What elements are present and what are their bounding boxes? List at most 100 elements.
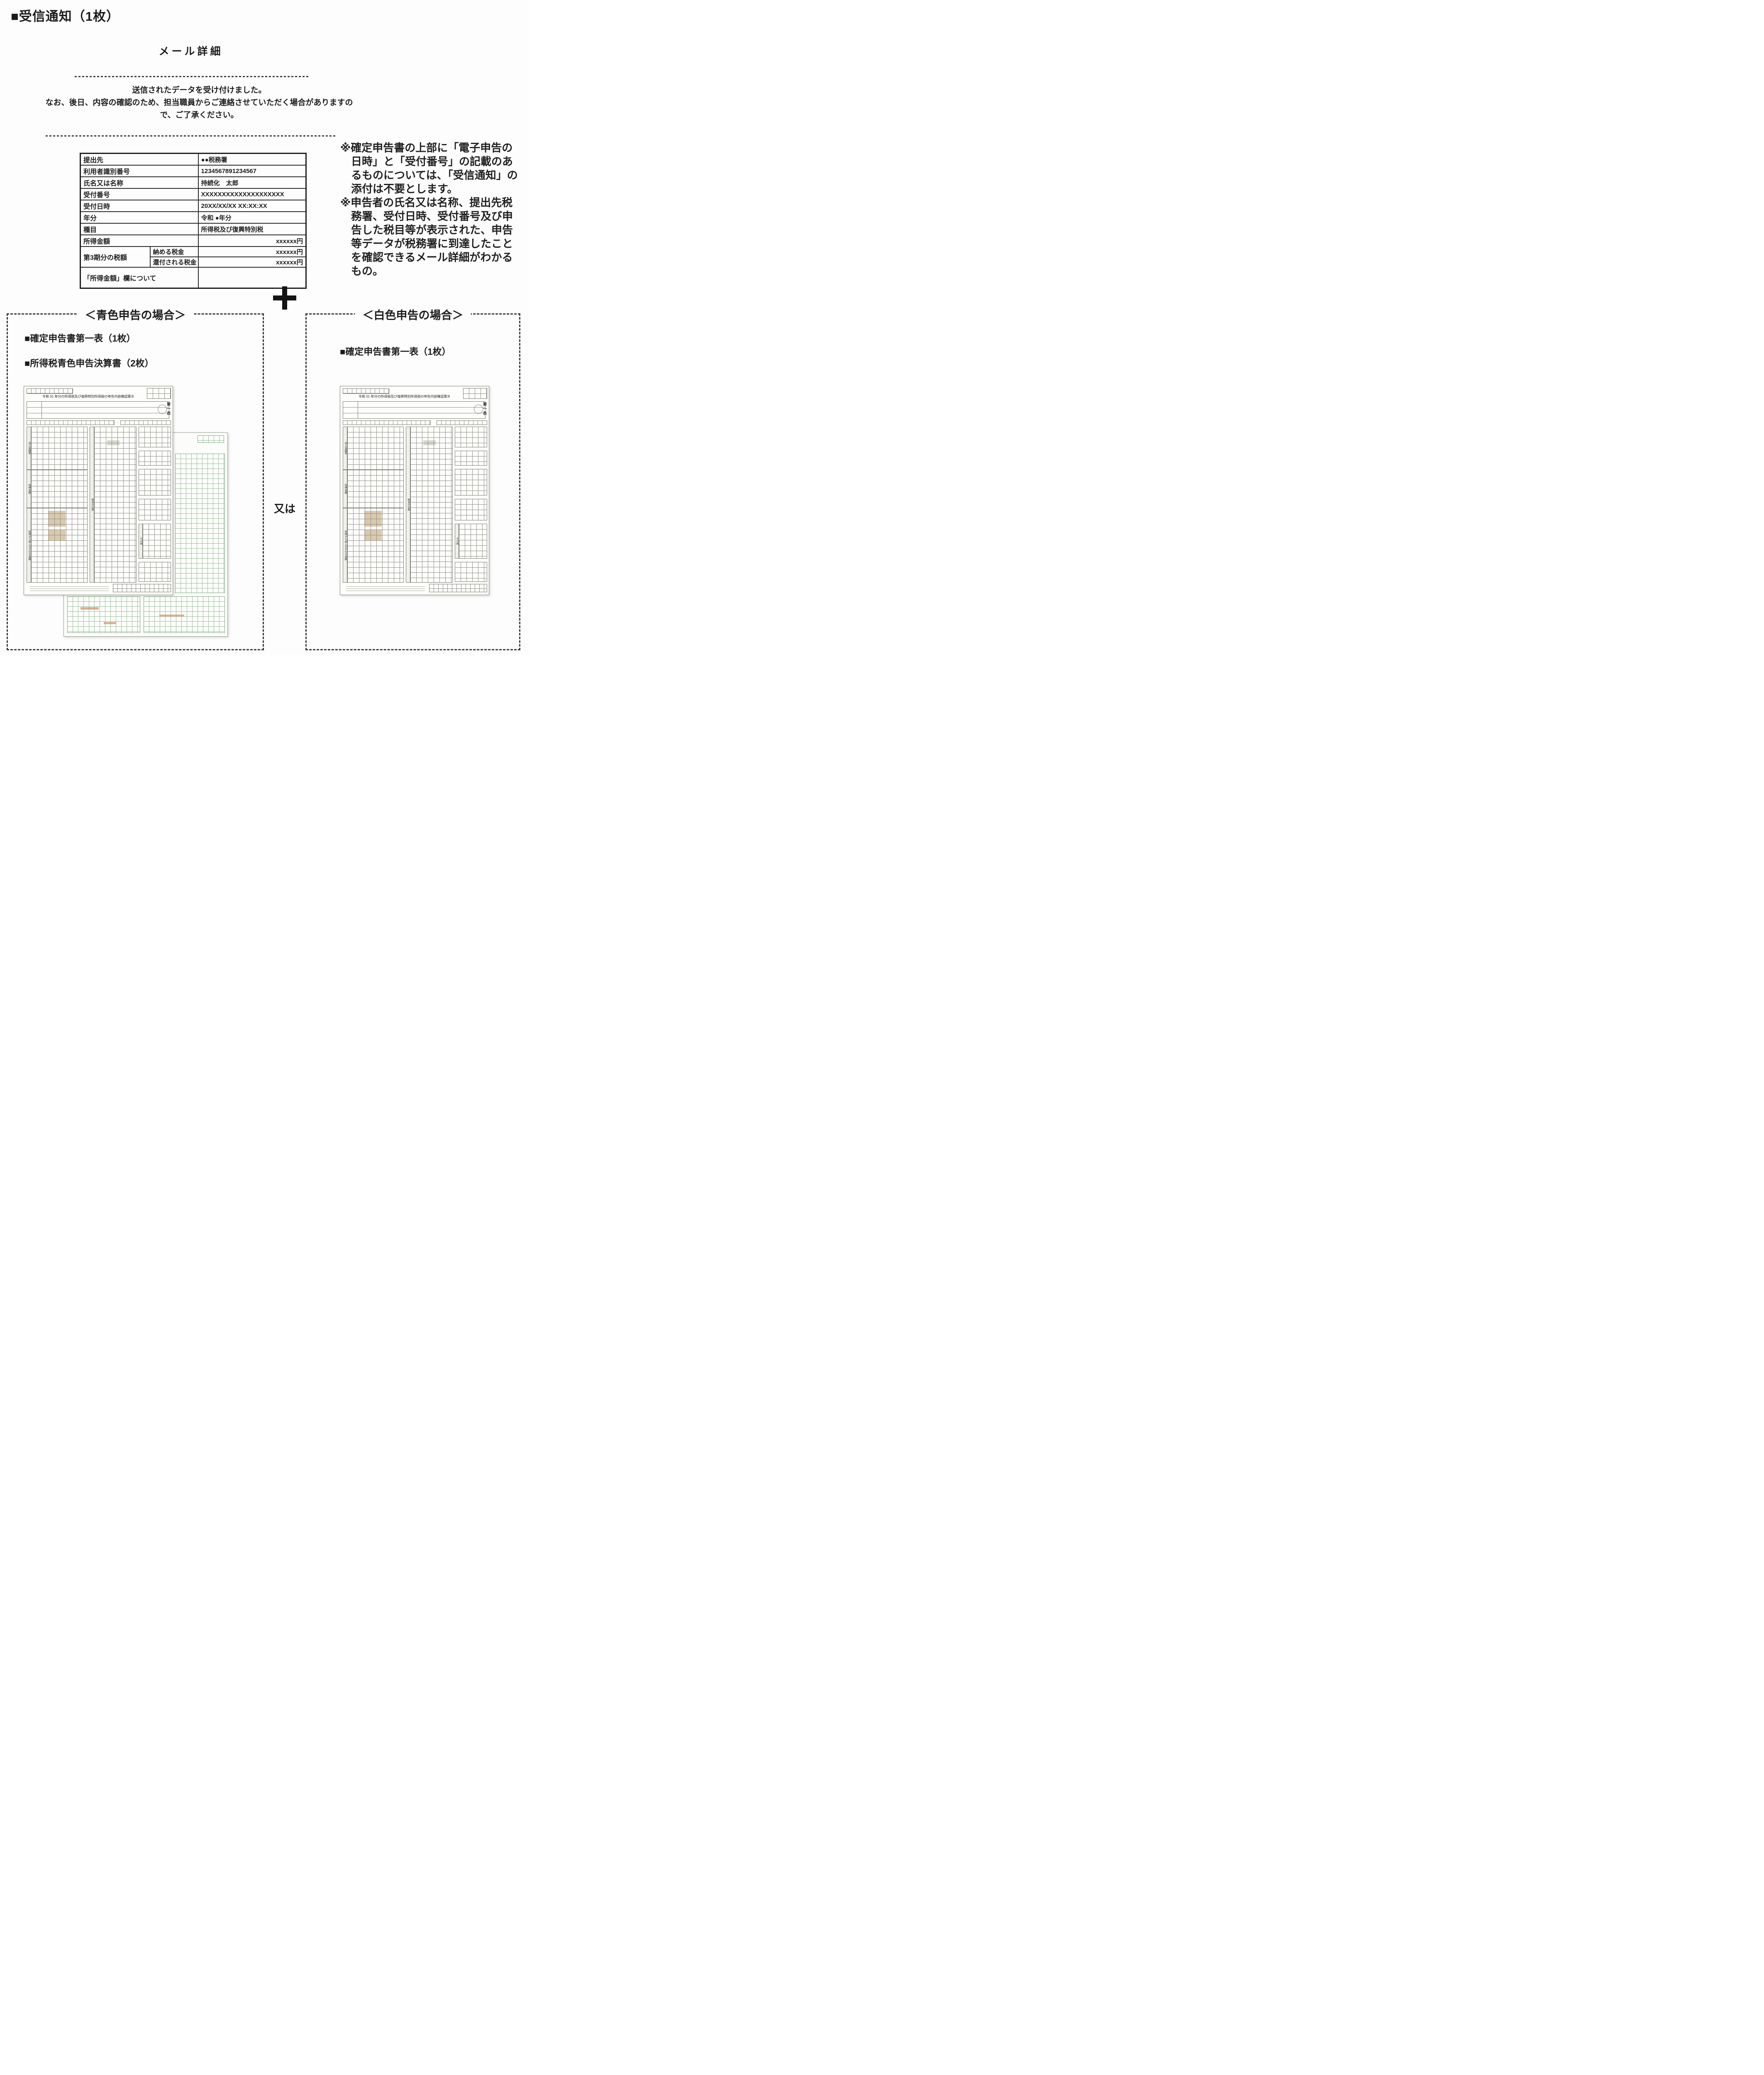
blue-return-title: ＜青色申告の場合＞: [77, 306, 193, 322]
shotoku-grid: [31, 470, 88, 508]
table-row: 「所得金額」欄について: [80, 267, 307, 288]
receipt-table: 提出先 ●●税務署 利用者識別番号 1234567891234567 氏名又は名…: [80, 153, 307, 289]
receipt-value: 所得税及び復興特別税: [198, 223, 307, 235]
form-type-row-grid: [437, 420, 487, 425]
form-title: 令和 01 年分の所得税及び復興特別所得税の申告内容確認票Ｂ: [42, 395, 134, 398]
mail-message: 送信されたデータを受け付けました。 なお、後日、内容の確認のため、担当職員からご…: [25, 84, 373, 122]
section-label-deduction: 所得から差し引かれる金額: [27, 508, 31, 583]
table-row: 受付日時 20XX/XX/XX XX:XX:XX: [80, 200, 307, 212]
receipt-label-tax-group: 第3期分の税額: [80, 246, 151, 268]
receipt-value: 20XX/XX/XX XX:XX:XX: [198, 200, 307, 212]
divider-top: [75, 76, 309, 77]
receipt-value: 令和 ●年分: [198, 211, 307, 224]
income-grid: [347, 427, 404, 470]
form-code-grid: [27, 388, 73, 394]
mail-message-line: 送信されたデータを受け付けました。: [132, 86, 266, 95]
right-aux-grid: [459, 524, 487, 559]
form-footer-notes: [346, 585, 425, 591]
form-title: 令和 01 年分の所得税及び復興特別所得税の申告内容確認票Ｂ: [359, 395, 451, 398]
form-seal-circle: [158, 405, 167, 414]
right-aux-grid: [455, 451, 487, 466]
note-mail-detail-requirements: ※申告者の氏名又は名称、提出先税務署、受付日時、受付番号及び申告した税目等が表示…: [340, 196, 513, 277]
right-aux-grid: [455, 427, 487, 447]
section-label-shotoku: 所得金額: [343, 470, 347, 508]
side-notes: ※確定申告書の上部に「電子申告の日時」と「受付番号」の記載のあるものについては、…: [340, 141, 523, 278]
blue-item-final-return-sheet1: ■確定申告書第一表（1枚）: [24, 333, 136, 344]
gform-bottom-right-grid: [144, 596, 225, 633]
form-receipt-stamp-box: [463, 388, 487, 399]
receipt-label: 「所得金額」欄について: [80, 267, 199, 288]
form-admin-grid: [113, 584, 171, 592]
plus-icon: [273, 286, 296, 310]
section-label-income: 収入金額等: [343, 427, 347, 470]
handwriting-mark: [104, 622, 116, 624]
form-name-address-box: [343, 401, 486, 419]
receipt-label: 提出先: [80, 153, 199, 166]
table-row: 所得金額 xxxxxx円: [80, 234, 307, 247]
handwriting-mark: [159, 615, 184, 617]
receipt-label: 年分: [80, 211, 199, 224]
tax-calc-grid: [410, 427, 453, 583]
form-type-row-grid: [27, 420, 115, 425]
section-label-other: その他: [139, 524, 143, 559]
receipt-label: 所得金額: [80, 234, 199, 247]
divider-bottom: [46, 135, 336, 137]
right-aux-grid: [139, 427, 171, 447]
deduction-grid: [347, 508, 404, 583]
white-return-section: ＜白色申告の場合＞ ■確定申告書第一表（1枚） 令和 01 年分の所得税及び復興…: [305, 306, 520, 650]
right-aux-grid: [139, 499, 171, 520]
form-seal-circle: [474, 405, 483, 414]
form-name-address-box: [27, 401, 169, 419]
receipt-value: 1234567891234567: [198, 165, 307, 177]
or-label: 又は: [273, 503, 295, 515]
kakutei-form-thumbnail: 令和 01 年分の所得税及び復興特別所得税の申告内容確認票Ｂ 第一表 収入金額等…: [340, 386, 489, 595]
right-aux-grid: [139, 451, 171, 466]
white-item-final-return-sheet1: ■確定申告書第一表（1枚）: [340, 347, 451, 357]
section-label-tax-calc: 税金の計算: [90, 427, 94, 583]
page-title: ■受信通知（1枚）: [11, 9, 120, 24]
handwriting-mark: [81, 607, 99, 610]
right-aux-grid: [455, 469, 487, 496]
table-row: 利用者識別番号 1234567891234567: [80, 165, 307, 177]
section-label-shotoku: 所得金額: [27, 470, 31, 508]
table-row: 種目 所得税及び復興特別税: [80, 223, 307, 235]
section-label-income: 収入金額等: [27, 427, 31, 470]
right-aux-grid: [139, 562, 171, 582]
mail-message-line: で、ご了承ください。: [160, 111, 239, 120]
receipt-label: 受付番号: [80, 188, 199, 200]
gform-right-grid: [175, 454, 225, 593]
receipt-label: 受付日時: [80, 200, 199, 212]
receipt-value: XXXXXXXXXXXXXXXXXXXX: [198, 188, 307, 200]
receipt-sublabel: 還付される税金: [149, 256, 199, 268]
form-type-row-grid: [343, 420, 431, 425]
mail-detail-title: メール詳細: [159, 46, 223, 57]
form-admin-grid: [429, 584, 487, 592]
table-row: 還付される税金 xxxxxx円: [81, 256, 307, 268]
table-row: 氏名又は名称 持続化 太郎: [80, 176, 307, 189]
kakutei-form-thumbnail: 令和 01 年分の所得税及び復興特別所得税の申告内容確認票Ｂ 第一表 収入金額等…: [24, 386, 173, 595]
receipt-value: ●●税務署: [198, 153, 307, 166]
receipt-value: xxxxxx円: [198, 246, 307, 257]
form-type-row-grid: [120, 420, 171, 425]
receipt-value: xxxxxx円: [198, 234, 307, 247]
receipt-value-empty: [198, 267, 307, 288]
tax-calc-grid: [94, 427, 137, 583]
right-aux-grid: [455, 499, 487, 520]
form-code-grid: [343, 388, 389, 394]
table-row: 第3期分の税額 納める税金 xxxxxx円: [80, 246, 307, 268]
right-aux-grid: [455, 562, 487, 582]
right-aux-grid: [139, 469, 171, 496]
blue-return-section: ＜青色申告の場合＞ ■確定申告書第一表（1枚） ■所得税青色申告決算書（2枚） …: [7, 306, 264, 650]
form-receipt-stamp-box: [147, 388, 171, 399]
right-aux-grid: [143, 524, 171, 559]
note-attachment-not-required: ※確定申告書の上部に「電子申告の日時」と「受付番号」の記載のあるものについては、…: [340, 142, 518, 195]
section-label-other: その他: [455, 524, 459, 559]
gform-bottom-left-grid: [67, 596, 140, 633]
white-return-title: ＜白色申告の場合＞: [355, 306, 471, 322]
form-name-divider: [41, 401, 42, 419]
form-footer-notes: [30, 585, 109, 591]
receipt-value: 持続化 太郎: [198, 176, 307, 189]
scanned-document-page: ■受信通知（1枚） メール詳細 送信されたデータを受け付けました。 なお、後日、…: [0, 0, 529, 655]
table-row: 年分 令和 ●年分: [80, 211, 307, 224]
shotoku-grid: [347, 470, 404, 508]
